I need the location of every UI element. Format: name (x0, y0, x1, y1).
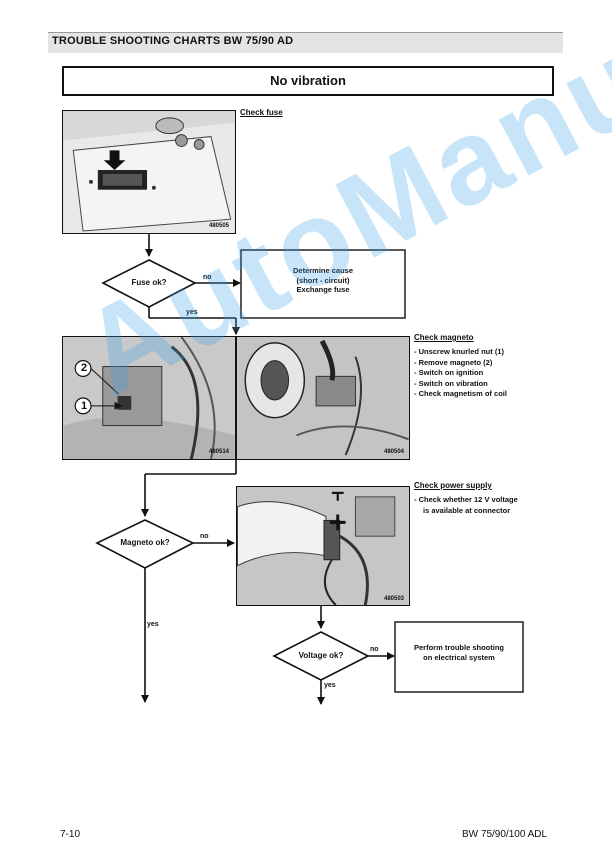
power-photo-illustration (237, 487, 409, 605)
fuse-action-line-1: Determine cause (292, 266, 354, 275)
magneto-steps: - Unscrew knurled nut (1) - Remove magne… (414, 347, 507, 400)
page-title: No vibration (270, 73, 346, 88)
magneto-yes-label: yes (147, 621, 159, 628)
fuse-yes-label: yes (186, 309, 198, 316)
callout-1: 1 (80, 400, 88, 412)
voltage-yes-label: yes (324, 682, 336, 689)
magneto-no-label: no (200, 533, 209, 540)
magneto-step-1: - Unscrew knurled nut (1) (414, 347, 505, 356)
magneto-right-photo-number: 480504 (384, 449, 405, 455)
power-steps: - Check whether 12 V voltage is availabl… (414, 495, 518, 516)
power-step-1: - Check whether 12 V voltage (414, 495, 518, 504)
fuse-photo (62, 110, 236, 234)
magneto-right-photo (236, 336, 410, 460)
fuse-action-line-2: (short - circuit) (296, 275, 350, 285)
fuse-photo-number: 480505 (209, 223, 230, 229)
fuse-photo-illustration (63, 111, 235, 233)
callout-2: 2 (80, 362, 88, 374)
voltage-decision: Voltage ok? (298, 651, 344, 660)
power-section-title: Check power supply (414, 481, 492, 490)
magneto-step-2: - Remove magneto (2) (414, 357, 493, 367)
fuse-no-label: no (203, 274, 212, 281)
magneto-step-5: - Check magnetism of coil (414, 389, 507, 398)
magneto-left-photo (62, 336, 236, 460)
fuse-section-title: Check fuse (240, 108, 283, 117)
title-box (62, 66, 554, 96)
magneto-section-title: Check magneto (414, 333, 474, 342)
magneto-left-illustration (63, 337, 235, 459)
power-photo (236, 486, 410, 606)
magneto-right-illustration (237, 337, 409, 459)
fuse-action-line-3: Exchange fuse (296, 285, 350, 294)
magneto-step-4: - Switch on vibration (414, 378, 488, 388)
fuse-decision: Fuse ok? (131, 278, 167, 287)
magneto-step-3: - Switch on ignition (414, 368, 484, 377)
voltage-action-line-1: Perform trouble shooting (414, 643, 504, 652)
power-step-2: is available at connector (423, 505, 511, 515)
fuse-action-box: Determine cause (short - circuit) Exchan… (241, 266, 405, 295)
voltage-action-line-2: on electrical system (423, 652, 495, 662)
header-bar (48, 32, 563, 53)
footer-page-number: 7-10 (60, 829, 81, 840)
magneto-left-photo-number: 480514 (209, 449, 230, 455)
magneto-decision: Magneto ok? (120, 538, 170, 547)
footer-model: BW 75/90/100 ADL (462, 829, 548, 840)
power-photo-number: 480503 (384, 596, 405, 602)
voltage-action-box: Perform trouble shooting on electrical s… (395, 643, 523, 662)
voltage-no-label: no (370, 646, 379, 653)
header-title: TROUBLE SHOOTING CHARTS BW 75/90 AD (52, 35, 294, 47)
